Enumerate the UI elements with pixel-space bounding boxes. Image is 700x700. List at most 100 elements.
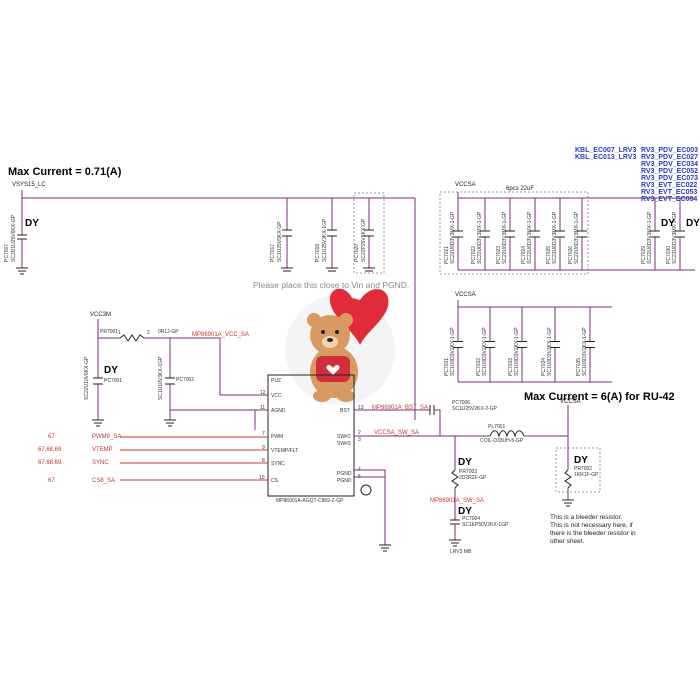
vtemp-signal: 67,68,69 VTEMP xyxy=(38,447,268,453)
svg-text:RV3_EVT_EC053: RV3_EVT_EC053 xyxy=(641,189,697,196)
svg-text:0R1J-GP: 0R1J-GP xyxy=(158,329,179,335)
svg-text:COIL-D33UH-5-GP: COIL-D33UH-5-GP xyxy=(480,438,524,444)
placement-note: Please place this close to Vin and PGND. xyxy=(253,280,409,290)
svg-text:SC22P25V6KX-GP: SC22P25V6KX-GP xyxy=(361,218,367,262)
pc7004-capacitor: PC7004 SC1KP50V2KX-1GP xyxy=(449,516,509,547)
pc7002-capacitor: SC1U10V3KX-1GP PC7002 xyxy=(158,356,194,427)
bst-return-wire xyxy=(434,409,441,436)
dy-label: DY xyxy=(25,218,39,229)
svg-text:SC22U6D3V3MX-1-GP: SC22U6D3V3MX-1-GP xyxy=(552,211,558,264)
svg-text:PC7001: PC7001 xyxy=(104,378,122,384)
svg-text:This is not necessary here, if: This is not necessary here, if xyxy=(550,522,633,529)
dy-label: DY xyxy=(458,457,472,468)
vcc3m-net-label: VCC3M xyxy=(90,312,111,318)
svg-text:AGND: AGND xyxy=(271,408,286,414)
svg-text:SC1U6D3V2KX-1-GP: SC1U6D3V2KX-1-GP xyxy=(547,327,553,376)
svg-text:PR7002: PR7002 xyxy=(574,466,592,472)
svg-text:PC7006: PC7006 xyxy=(452,400,470,406)
svg-text:SW#3: SW#3 xyxy=(337,441,351,447)
dy-label: DY xyxy=(458,506,472,517)
svg-text:PC7021: PC7021 xyxy=(444,246,450,264)
vccsa-out-wire xyxy=(524,405,569,437)
svg-text:PC7033: PC7033 xyxy=(508,358,514,376)
svg-text:PC7026: PC7026 xyxy=(568,246,574,264)
vcc-sa-wire xyxy=(144,337,255,396)
top-right-label-col2: RV3_PDV_EC003 RV3_PDV_EC027 RV3_PDV_EC03… xyxy=(641,147,698,203)
ic-left-power-pins xyxy=(255,394,268,411)
svg-text:2: 2 xyxy=(147,330,150,336)
svg-text:SC22U10V6KX-GP: SC22U10V6KX-GP xyxy=(84,356,90,400)
svg-text:PC7007: PC7007 xyxy=(4,244,10,262)
pgnd-wire xyxy=(354,469,386,545)
pl7001-inductor: PL7001 COIL-D33UH-5-GP xyxy=(480,424,525,444)
svg-text:PC7034: PC7034 xyxy=(541,358,547,376)
max-current-left-title: Max Current = 0.71(A) xyxy=(8,166,122,178)
svg-text:KBL_EC007_LRV3: KBL_EC007_LRV3 xyxy=(575,147,636,154)
svg-text:SC22U6D3V3MX-1-GP: SC22U6D3V3MX-1-GP xyxy=(477,211,483,264)
vccsa-net-right: VCCSA xyxy=(560,399,581,405)
svg-text:SC1U6D3V2KX-1-GP: SC1U6D3V2KX-1-GP xyxy=(582,327,588,376)
svg-text:SC22U6D3V3MX-1-GP: SC22U6D3V3MX-1-GP xyxy=(527,211,533,264)
svg-text:RV3_PDV_EC052: RV3_PDV_EC052 xyxy=(641,168,698,175)
svg-text:CS: CS xyxy=(271,478,279,484)
svg-text:PUZ: PUZ xyxy=(271,378,281,384)
svg-text:CS8_SA: CS8_SA xyxy=(92,478,115,484)
svg-text:RV3_PDV_EC073: RV3_PDV_EC073 xyxy=(641,175,698,182)
svg-text:RV3_PDV_EC027: RV3_PDV_EC027 xyxy=(641,154,698,161)
svg-text:7: 7 xyxy=(262,431,265,437)
mp86901a-ic: PUZ VCC AGND PWM VTEMP/FLT SYNC CS 12 11… xyxy=(259,374,372,504)
svg-text:SC2D1U25V6KX-GP: SC2D1U25V6KX-GP xyxy=(11,214,17,262)
pc7019-capacitor: PC7019 SC1U25V3KX-1GP xyxy=(315,198,338,272)
svg-text:67,68,69: 67,68,69 xyxy=(38,447,62,453)
max-current-right-title: Max Current = 6(A) for RU-42 xyxy=(524,391,675,403)
svg-text:SC1U25V5KX-GP: SC1U25V5KX-GP xyxy=(277,221,283,262)
svg-text:PGND: PGND xyxy=(337,478,352,484)
svg-text:SYNC: SYNC xyxy=(271,461,285,467)
vccsa-net-mid: VCCSA xyxy=(455,292,476,298)
svg-text:PC7004: PC7004 xyxy=(462,516,480,522)
svg-text:PC7031: PC7031 xyxy=(444,358,450,376)
svg-text:This is a bleeder resistor.: This is a bleeder resistor. xyxy=(550,514,622,521)
svg-text:RV3_PDV_EC003: RV3_PDV_EC003 xyxy=(641,147,698,154)
svg-text:SC1U6D3V2KX-1-GP: SC1U6D3V2KX-1-GP xyxy=(514,327,520,376)
svg-text:11: 11 xyxy=(260,405,265,411)
svg-text:SYNC: SYNC xyxy=(92,460,109,466)
svg-text:PR7003: PR7003 xyxy=(459,469,477,475)
svg-text:SC1U25V2KX-2-GP: SC1U25V2KX-2-GP xyxy=(452,406,498,412)
svg-text:PWM: PWM xyxy=(271,434,283,440)
svg-text:3: 3 xyxy=(358,437,361,443)
dy-label: DY xyxy=(574,455,588,466)
top-right-label-col1: KBL_EC007_LRV3 KBL_EC013_LRV3 xyxy=(575,147,636,161)
svg-text:VTEMP/FLT: VTEMP/FLT xyxy=(271,448,298,454)
six-caps-box xyxy=(439,191,589,275)
svg-text:1KR1F-GP: 1KR1F-GP xyxy=(574,472,599,478)
svg-text:SC1U6D3V2KX-1-GP: SC1U6D3V2KX-1-GP xyxy=(450,327,456,376)
dy-label: DY xyxy=(661,218,675,229)
svg-text:RV3_EVT_EC084: RV3_EVT_EC084 xyxy=(641,196,697,203)
svg-text:VTEMP: VTEMP xyxy=(92,447,113,453)
svg-text:9: 9 xyxy=(262,445,265,451)
svg-text:67,68,69: 67,68,69 xyxy=(38,460,62,466)
svg-text:PWM8_SA: PWM8_SA xyxy=(92,434,121,440)
svg-text:PC7024: PC7024 xyxy=(521,246,527,264)
svg-text:SC1KP50V2KX-1GP: SC1KP50V2KX-1GP xyxy=(462,522,509,528)
svg-text:RV3_PDV_EC034: RV3_PDV_EC034 xyxy=(641,161,698,168)
bst-net-label: MP86901A_BST_SA xyxy=(372,405,428,411)
svg-text:12: 12 xyxy=(260,390,266,396)
svg-text:67: 67 xyxy=(48,434,55,440)
svg-text:PGND: PGND xyxy=(337,471,352,477)
svg-text:PC7019: PC7019 xyxy=(315,244,321,262)
svg-text:13: 13 xyxy=(358,405,364,411)
pc7007-capacitor: PC7007 SC2D1U25V6KX-GP xyxy=(4,198,28,275)
svg-text:8: 8 xyxy=(262,458,265,464)
